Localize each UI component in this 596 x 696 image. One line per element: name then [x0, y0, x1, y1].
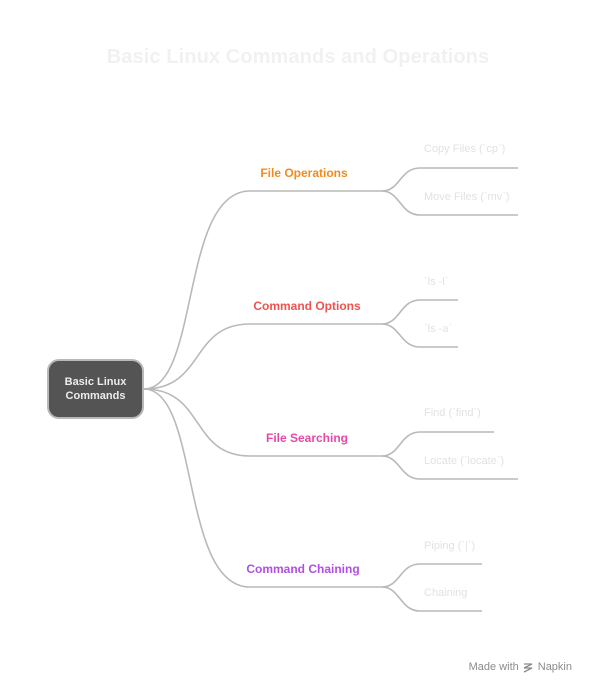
- connector-leaf-chaining: [381, 586, 482, 612]
- connector-leaf-ls-a: [381, 323, 458, 348]
- branch-label-file-searching: File Searching: [265, 431, 349, 445]
- branch-label-command-options: Command Options: [253, 299, 361, 313]
- diagram-title: Basic Linux Commands and Operations: [106, 46, 490, 68]
- connector-leaf-piping: [381, 563, 482, 588]
- made-with-label: Made with: [468, 661, 519, 673]
- connector-leaf-ls-l: [381, 299, 458, 325]
- connector-leaf-find: [381, 431, 494, 457]
- connector-root-file-operations: [143, 190, 382, 390]
- leaf-move-files: Move Files (`mv`): [424, 191, 510, 203]
- root-node-line2: Commands: [65, 390, 126, 402]
- made-with-napkin-badge: Made with Napkin: [469, 661, 572, 673]
- leaf-chaining: Chaining: [424, 587, 468, 599]
- branch-label-file-operations: File Operations: [260, 166, 348, 180]
- leaf-copy-files: Copy Files (`cp`): [424, 143, 506, 155]
- root-node: Basic Linux Commands: [47, 359, 144, 419]
- root-node-line1: Basic Linux: [64, 376, 127, 388]
- napkin-brand-label: Napkin: [537, 661, 572, 673]
- connector-root-command-options: [143, 323, 382, 390]
- leaf-ls-l: `ls -l`: [424, 276, 449, 288]
- connector-root-file-searching: [143, 388, 382, 457]
- branch-label-command-chaining: Command Chaining: [246, 562, 360, 576]
- leaf-ls-a: `ls -a`: [424, 323, 453, 335]
- connector-root-command-chaining: [143, 388, 382, 588]
- connector-leaf-move-files: [381, 190, 518, 216]
- connector-leaf-locate: [381, 455, 518, 480]
- napkin-logo-icon: [523, 662, 533, 673]
- connector-leaf-copy-files: [381, 167, 518, 192]
- leaf-locate: Locate (`locate`): [424, 455, 505, 467]
- leaf-piping: Piping (`|`): [424, 540, 476, 552]
- leaf-find: Find (`find`): [424, 407, 481, 419]
